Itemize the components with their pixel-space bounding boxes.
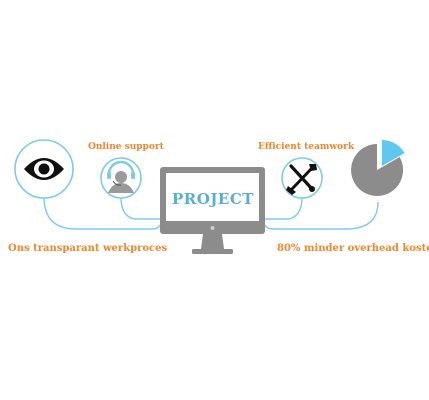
online-support-label: Online support	[88, 142, 164, 152]
transparent-process-label: Ons transparant werkproces	[8, 243, 168, 254]
monitor-screen-text: PROJECT	[172, 190, 254, 208]
monitor	[160, 167, 265, 254]
eye-icon	[14, 139, 74, 199]
tools-icon	[281, 157, 323, 199]
connector-lines	[43, 196, 379, 230]
overhead-reduction-label: 80% minder overhead kosten	[277, 243, 429, 254]
pie-chart-icon	[351, 139, 405, 196]
headset-support-icon	[100, 157, 142, 199]
efficient-teamwork-label: Efficient teamwork	[258, 142, 355, 152]
